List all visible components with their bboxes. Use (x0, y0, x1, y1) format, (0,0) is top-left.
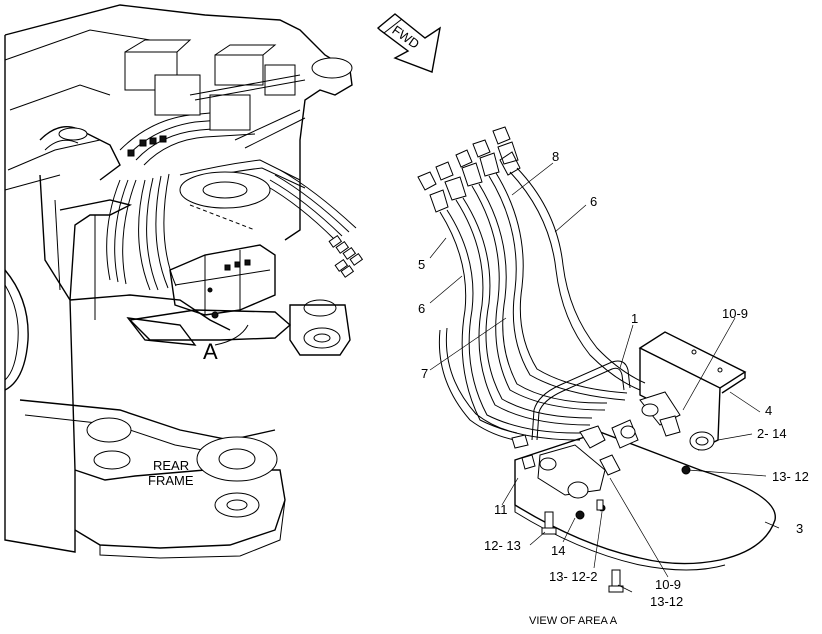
callout-5: 5 (418, 257, 425, 272)
rear-frame-label-line2: FRAME (148, 473, 194, 488)
callout-leaders (429, 162, 780, 593)
callout-1: 1 (631, 311, 638, 326)
view-caption: VIEW OF AREA A (529, 615, 618, 627)
hose-bundle (438, 167, 646, 441)
hose-end-fittings (417, 126, 521, 213)
area-a-detail-view (417, 126, 780, 593)
callout-13-12-2: 13- 12-2 (549, 569, 597, 584)
callout-2-14: 2- 14 (757, 426, 787, 441)
callout-13-12-right: 13- 12 (772, 469, 809, 484)
fwd-label: FWD (389, 22, 422, 51)
rear-frame-assembly (4, 4, 364, 559)
callout-12-13: 12- 13 (484, 538, 521, 553)
mounting-plate (514, 431, 776, 571)
mounting-bracket (638, 331, 747, 451)
callout-4: 4 (765, 403, 772, 418)
forward-arrow-icon: FWD (376, 13, 441, 73)
callout-6-upper: 6 (590, 194, 597, 209)
callout-3: 3 (796, 521, 803, 536)
callout-10-9-upper: 10-9 (722, 306, 748, 321)
area-a-marker: A (203, 339, 218, 364)
callout-11: 11 (494, 502, 508, 517)
callout-10-9-lower: 10-9 (655, 577, 681, 592)
callout-14: 14 (551, 543, 565, 558)
callout-13-12-lower: 13-12 (650, 594, 683, 609)
callout-7: 7 (421, 366, 428, 381)
callout-6-left: 6 (418, 301, 425, 316)
valve-fittings (511, 391, 715, 593)
hose-connector-group (328, 234, 364, 278)
callout-8: 8 (552, 149, 559, 164)
rear-frame-label-line1: REAR (153, 458, 189, 473)
